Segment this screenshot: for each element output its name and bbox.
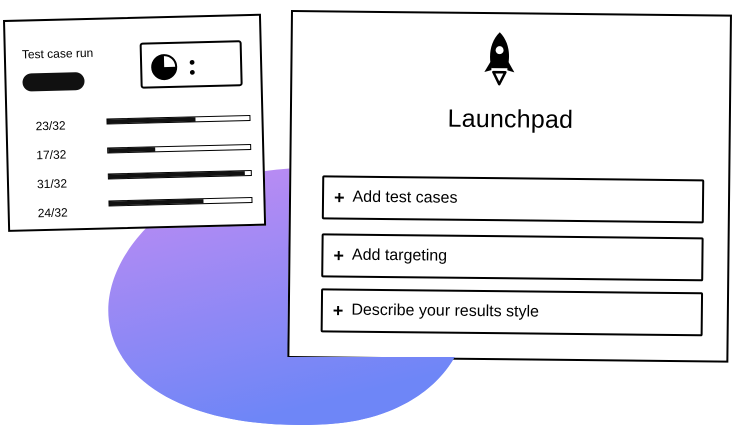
test-case-run-card: Test case run 23/32 17/32 31/32 24/32 <box>3 13 267 232</box>
describe-results-style-label: Describe your results style <box>351 301 540 321</box>
plus-icon: + <box>333 187 345 208</box>
launchpad-title: Launchpad <box>447 104 574 134</box>
more-vertical-icon[interactable] <box>189 59 195 75</box>
chart-widget[interactable] <box>139 40 243 89</box>
add-targeting-button[interactable]: + Add targeting <box>321 233 704 282</box>
launchpad-card: Launchpad + Add test cases + Add targeti… <box>287 10 732 363</box>
plus-icon: + <box>332 300 344 321</box>
row-1-progress-bar <box>106 114 251 125</box>
pie-chart-icon <box>151 54 178 81</box>
row-2-progress-bar <box>107 143 252 154</box>
row-2-label: 17/32 <box>36 147 67 163</box>
row-3-label: 31/32 <box>36 176 68 192</box>
run-status-pill[interactable] <box>22 72 85 92</box>
row-4-progress-bar <box>108 196 253 207</box>
describe-results-style-button[interactable]: + Describe your results style <box>320 288 704 337</box>
row-1-label: 23/32 <box>35 118 66 134</box>
row-4-label: 24/32 <box>37 205 68 221</box>
run-card-title: Test case run <box>21 45 94 62</box>
plus-icon: + <box>333 245 345 266</box>
add-test-cases-button[interactable]: + Add test cases <box>321 175 705 224</box>
row-3-progress-bar <box>107 169 252 180</box>
rocket-icon <box>484 32 515 86</box>
add-test-cases-label: Add test cases <box>352 188 458 207</box>
add-targeting-label: Add targeting <box>351 246 448 265</box>
